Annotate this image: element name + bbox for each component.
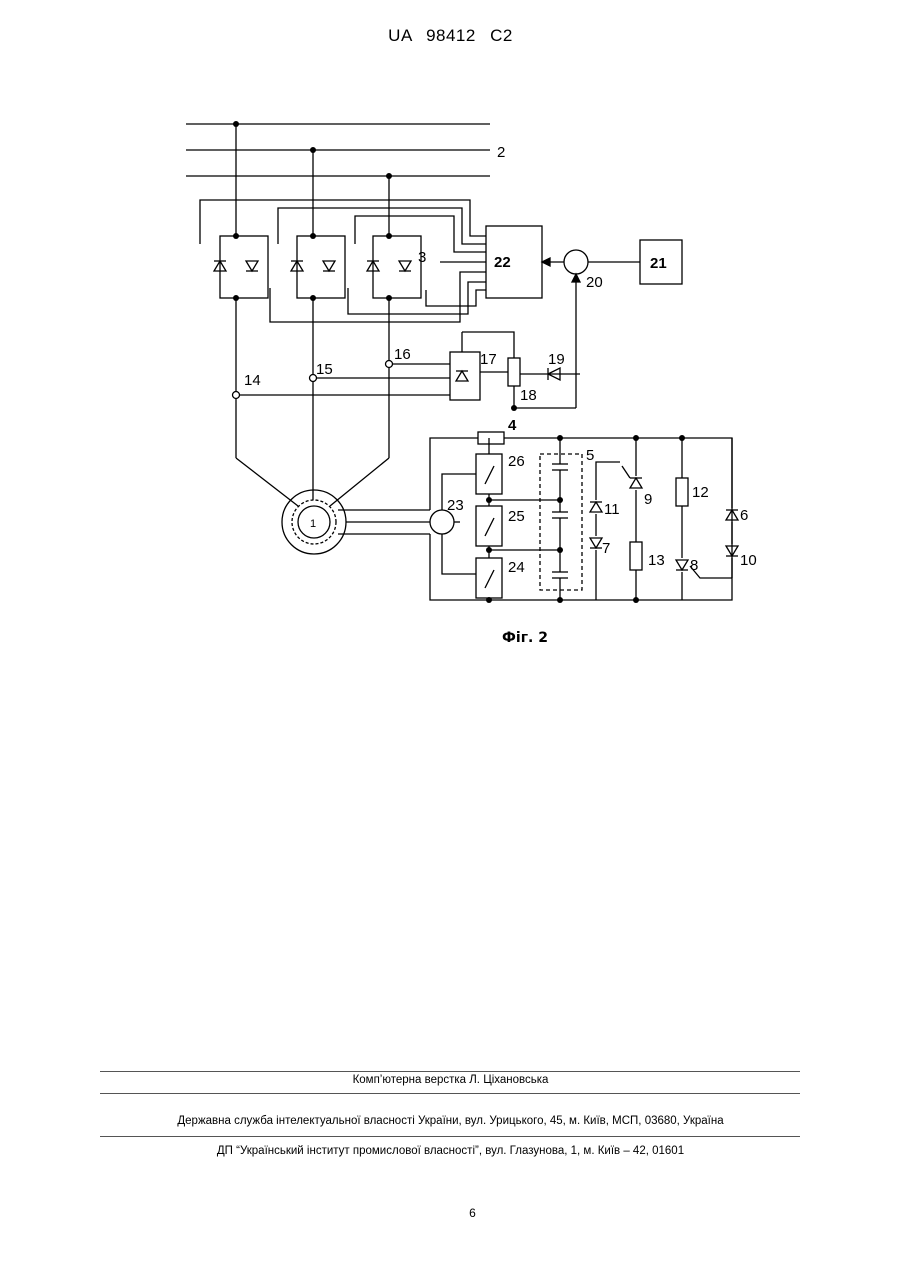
label-5: 5 — [586, 447, 594, 464]
label-6: 6 — [740, 507, 748, 524]
label-22: 22 — [494, 254, 511, 271]
label-21: 21 — [650, 255, 667, 272]
label-18: 18 — [520, 387, 537, 404]
label-14: 14 — [244, 372, 261, 389]
label-8: 8 — [690, 557, 698, 574]
resistor-13 — [630, 542, 642, 570]
resistor-12 — [676, 478, 688, 506]
label-23: 23 — [447, 497, 464, 514]
footer-divider-3 — [100, 1136, 800, 1137]
label-20: 20 — [586, 274, 603, 291]
label-25: 25 — [508, 508, 525, 525]
page-number: 6 — [0, 1206, 901, 1220]
footer-typesetting: Комп’ютерна верстка Л. Ціхановська — [0, 1074, 901, 1086]
switch-25 — [476, 506, 502, 546]
label-13: 13 — [648, 552, 665, 569]
figure-caption: Фіг. 2 — [0, 630, 901, 646]
circuit-diagram: 2 3 22 21 20 16 15 14 17 19 18 4 26 5 23… — [0, 0, 901, 700]
label-3: 3 — [418, 249, 426, 266]
label-17: 17 — [480, 351, 497, 368]
label-2: 2 — [497, 144, 505, 161]
comparator-20 — [564, 250, 588, 274]
resistor-18 — [508, 358, 520, 386]
footer-divider-2 — [100, 1093, 800, 1094]
thyristor-block-b — [297, 236, 345, 298]
label-26: 26 — [508, 453, 525, 470]
label-9: 9 — [644, 491, 652, 508]
label-12: 12 — [692, 484, 709, 501]
label-1: 1 — [310, 518, 316, 530]
footer-institute: ДП “Український інститут промислової вла… — [0, 1145, 901, 1157]
footer-divider-1 — [100, 1071, 800, 1072]
supply-lines — [186, 124, 490, 176]
label-10: 10 — [740, 552, 757, 569]
label-19: 19 — [548, 351, 565, 368]
footer-agency: Державна служба інтелектуальної власност… — [0, 1115, 901, 1127]
label-15: 15 — [316, 361, 333, 378]
thyristor-block-a — [220, 236, 268, 298]
thyristor-block-c — [373, 236, 421, 298]
resistor-4 — [478, 432, 504, 444]
label-16: 16 — [394, 346, 411, 363]
capacitor-bank-5 — [540, 454, 582, 590]
switch-26 — [476, 454, 502, 494]
label-11: 11 — [604, 501, 620, 518]
label-7: 7 — [602, 540, 610, 557]
switch-24 — [476, 558, 502, 598]
label-24: 24 — [508, 559, 525, 576]
label-4: 4 — [508, 417, 517, 434]
